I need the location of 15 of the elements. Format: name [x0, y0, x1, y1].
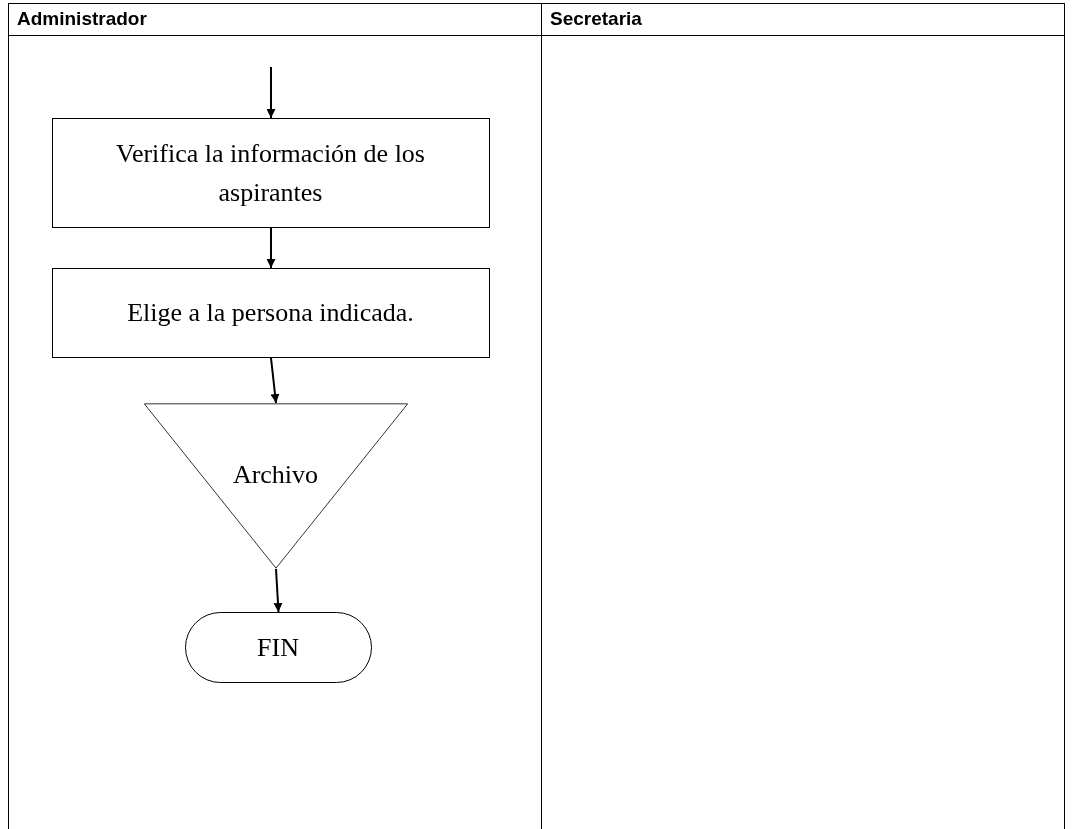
node-label: Elige a la persona indicada.	[127, 297, 414, 329]
archive-triangle	[142, 402, 409, 569]
arrow	[273, 568, 283, 613]
lane-header: Administrador	[17, 8, 147, 30]
arrow	[266, 227, 276, 269]
node-label: Archivo	[232, 458, 319, 491]
process-box	[51, 117, 490, 228]
arrow	[266, 66, 276, 119]
swimlane	[8, 3, 542, 829]
node-label: FIN	[257, 631, 299, 664]
node-label: Verifica la información de los aspirantes	[115, 137, 426, 209]
lane-header: Secretaria	[550, 8, 642, 30]
swimlane	[541, 3, 1065, 829]
process-box	[51, 267, 490, 358]
arrow	[270, 357, 280, 404]
